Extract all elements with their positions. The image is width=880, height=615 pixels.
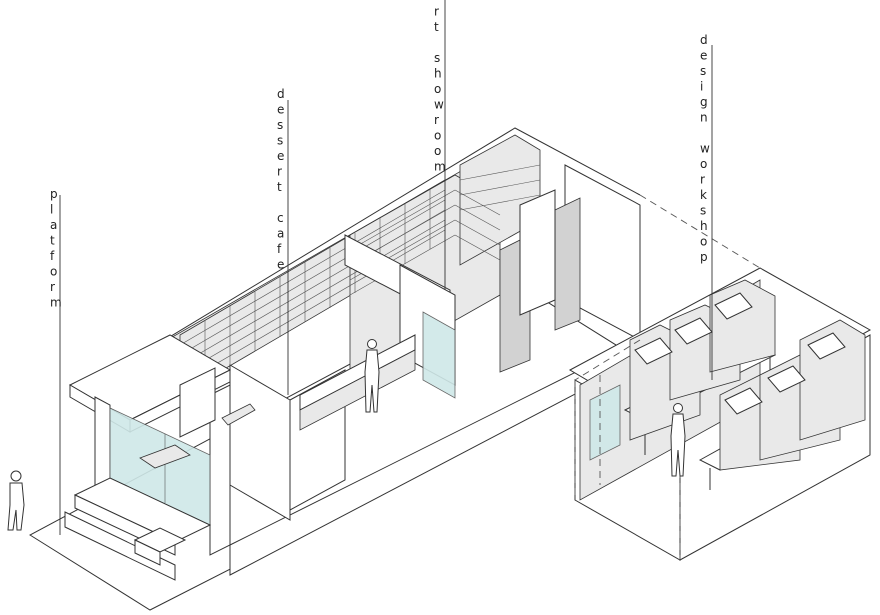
block-bench-front bbox=[134, 539, 161, 566]
platform-furniture bbox=[139, 444, 191, 469]
shelving-grid bbox=[179, 164, 541, 386]
pivot-panel-2 bbox=[554, 197, 581, 331]
workshop-shelving bbox=[629, 279, 866, 471]
connector-dashes bbox=[574, 194, 761, 560]
door-frame bbox=[519, 189, 556, 316]
workshop-glass-door bbox=[589, 384, 621, 461]
label-art-showroom-text: art showroom bbox=[434, 0, 446, 174]
cafe-box bbox=[221, 403, 256, 426]
roof-rim bbox=[114, 127, 641, 371]
person-workshop bbox=[670, 403, 686, 477]
label-dessert-cafe-text: dessert cafe bbox=[277, 87, 285, 272]
cafe-window bbox=[179, 367, 216, 438]
showroom-glass-door bbox=[422, 311, 456, 399]
workshop-entry-wall bbox=[459, 134, 541, 266]
label-design-workshop-text: design workshop bbox=[700, 33, 710, 264]
label-dessert-cafe: dessert cafe bbox=[277, 87, 289, 395]
label-platform-text: platform bbox=[50, 187, 62, 310]
label-platform: platform bbox=[50, 187, 62, 535]
label-art-showroom: art showroom bbox=[434, 0, 446, 290]
main-building bbox=[29, 127, 642, 611]
person-cafe bbox=[364, 339, 380, 413]
person-platform bbox=[7, 470, 25, 531]
label-design-workshop: design workshop bbox=[700, 33, 713, 380]
workshop-building bbox=[568, 267, 872, 561]
